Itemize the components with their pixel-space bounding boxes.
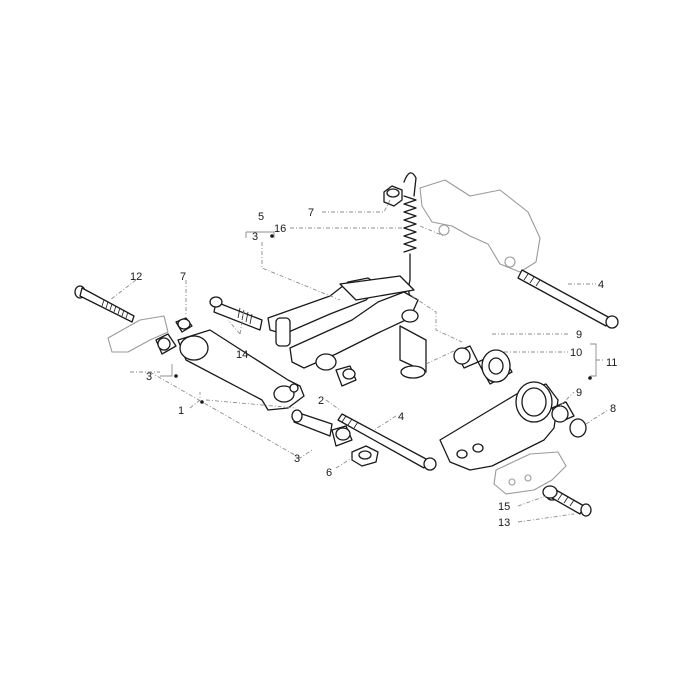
callout-12: 12 <box>130 271 142 283</box>
washer-15 <box>542 485 558 499</box>
callout-6: 6 <box>326 467 332 479</box>
circlip-8 <box>569 418 587 438</box>
callout-8: 8 <box>610 403 616 415</box>
callout-5: 5 <box>258 211 264 223</box>
frame-plate-left <box>107 315 169 353</box>
callout-14: 14 <box>236 349 248 361</box>
callout-9-upper: 9 <box>576 329 582 341</box>
callout-3-left: 3 <box>146 371 152 383</box>
callout-3-lower: 3 <box>294 453 300 465</box>
bolt-right-4 <box>517 269 619 329</box>
frame-bracket-upper-right <box>419 179 541 273</box>
callout-16: 16 <box>274 223 286 235</box>
callout-10: 10 <box>570 347 582 359</box>
reference-dots <box>174 234 592 404</box>
callout-15: 15 <box>498 501 510 513</box>
swing-arm-bracket <box>267 275 427 379</box>
callout-2: 2 <box>318 395 324 407</box>
callout-11: 11 <box>606 357 617 369</box>
nut-top <box>383 185 403 207</box>
bushing-9-right <box>551 401 575 423</box>
leader-lines <box>109 199 609 523</box>
engine-mount-bracket <box>439 381 559 471</box>
lower-swing-arm <box>177 329 305 411</box>
bushing-small-upper <box>335 365 357 387</box>
bushing-left-lower <box>155 333 177 355</box>
bolt-left-12 <box>74 285 135 323</box>
bolt-lower-4 <box>337 413 437 471</box>
pin-upper <box>209 296 263 331</box>
callout-labels: 7 16 5 3 12 7 4 14 3 1 2 4 3 6 9 10 11 9… <box>130 207 617 529</box>
callout-9-lower: 9 <box>576 387 582 399</box>
callout-13: 13 <box>498 517 510 529</box>
callout-4-right: 4 <box>598 279 604 291</box>
bushing-9-left <box>453 345 479 369</box>
callout-4-lower: 4 <box>398 411 404 423</box>
nut-left <box>175 317 193 333</box>
frame-plate-lower-right <box>493 451 567 495</box>
callout-7-top: 7 <box>308 207 314 219</box>
nut-lower <box>351 445 379 467</box>
pin-lower <box>291 409 333 437</box>
bushing-lower <box>331 425 353 447</box>
callout-3-upper: 3 <box>252 231 258 243</box>
rubber-bushing-10 <box>477 349 513 385</box>
callout-7-left: 7 <box>180 271 186 283</box>
callout-1: 1 <box>178 405 184 417</box>
